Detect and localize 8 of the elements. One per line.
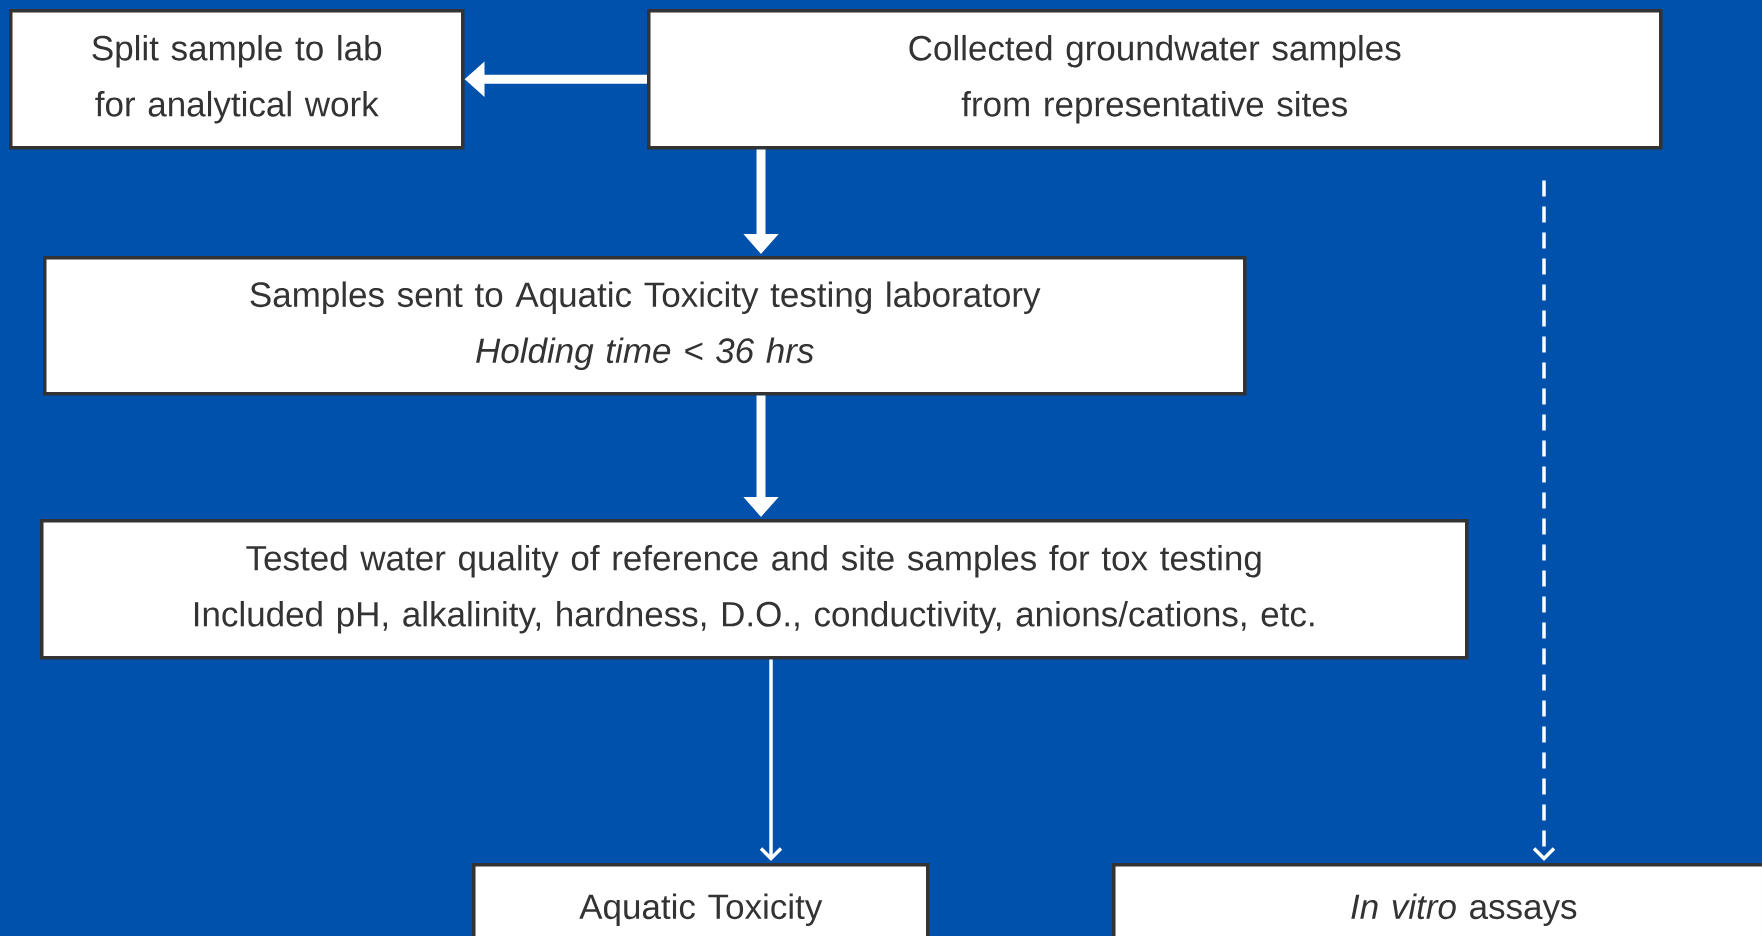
process-box: Aquatic Toxicity xyxy=(472,863,930,936)
arrow xyxy=(1532,180,1556,861)
process-box: Tested water quality of reference and site samples for tox testing Included pH, alkalinity, hardness, D.O., conductivity, anions/cations, etc. xyxy=(40,519,1469,660)
process-box: Collected groundwater samples from representative sites xyxy=(647,9,1663,150)
process-box: Samples sent to Aquatic Toxicity testing laboratory Holding time < 36 hrs xyxy=(43,256,1247,396)
arrow xyxy=(759,659,783,861)
process-box: Split sample to lab for analytical work xyxy=(9,9,465,150)
process-box: In vitro assays xyxy=(1112,863,1762,936)
